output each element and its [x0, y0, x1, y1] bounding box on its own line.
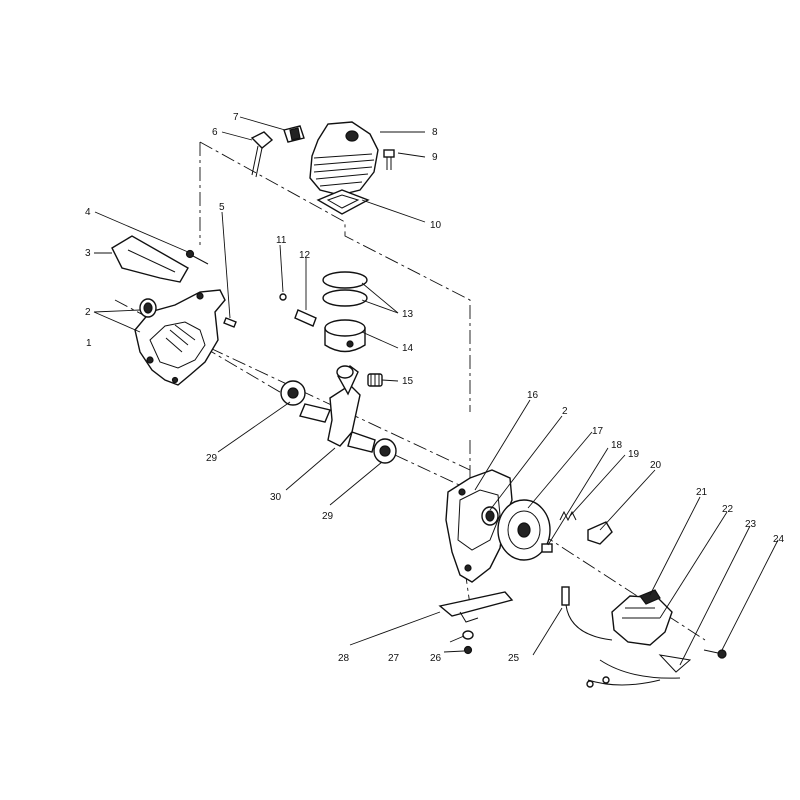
callout-20: 20 [650, 460, 662, 471]
main-bearing-right [373, 438, 397, 464]
piston-rings [322, 271, 368, 307]
callout-16: 16 [527, 390, 539, 401]
callout-26: 26 [430, 653, 442, 664]
callout-19: 19 [628, 449, 640, 460]
callout-7: 7 [233, 112, 239, 123]
wrist-pin [294, 309, 317, 327]
callout-labels: 1 2 2 3 4 5 6 7 8 9 10 11 12 13 14 15 16… [85, 112, 785, 664]
callout-29-right: 29 [322, 511, 334, 522]
cylinder-bolt [383, 149, 395, 170]
ground-terminal [658, 654, 692, 673]
callout-1: 1 [86, 338, 92, 349]
callout-3: 3 [85, 248, 91, 259]
callout-27: 27 [388, 653, 400, 664]
callout-29-left: 29 [206, 453, 218, 464]
crankshaft [299, 365, 376, 453]
callout-2-right: 2 [562, 406, 568, 417]
callout-17: 17 [592, 426, 604, 437]
oil-seal-right [481, 506, 499, 526]
spark-plug [283, 125, 305, 143]
callout-11: 11 [276, 235, 287, 246]
spring [559, 510, 577, 522]
heat-shield-plate [111, 235, 189, 283]
flywheel [497, 499, 551, 561]
callout-18: 18 [611, 440, 623, 451]
callout-9: 9 [432, 152, 438, 163]
needle-bearing [367, 373, 383, 387]
wire-harness [561, 586, 681, 688]
oil-seal-left [139, 298, 157, 318]
flywheel-nut [541, 543, 553, 553]
callout-30: 30 [270, 492, 282, 503]
callout-8: 8 [432, 127, 438, 138]
crankcase-half-left [134, 289, 226, 386]
callout-4: 4 [85, 207, 91, 218]
dowel-pin [223, 317, 237, 328]
screw-26 [463, 645, 473, 655]
callout-5: 5 [219, 202, 225, 213]
cylinder [309, 121, 379, 196]
callout-21: 21 [696, 487, 708, 498]
crankcase-half-right [445, 469, 513, 583]
main-bearing-left [280, 380, 306, 406]
callout-2-left: 2 [85, 307, 91, 318]
leader-lines [93, 116, 779, 666]
ignition-module [611, 589, 673, 646]
callout-25: 25 [508, 653, 520, 664]
starter-pawl [587, 521, 613, 545]
callout-24: 24 [773, 534, 785, 545]
callout-15: 15 [402, 376, 414, 387]
wrist-pin-clip [279, 293, 287, 301]
callout-13: 13 [402, 309, 414, 320]
piston [324, 319, 366, 353]
cylinder-gasket [316, 189, 370, 215]
callout-10: 10 [430, 220, 442, 231]
callout-12: 12 [299, 250, 311, 261]
washer [462, 630, 474, 640]
spark-plug-boot [250, 131, 274, 178]
callout-14: 14 [402, 343, 414, 354]
callout-28: 28 [338, 653, 350, 664]
callout-6: 6 [212, 127, 218, 138]
mounting-bracket [438, 591, 514, 623]
callout-22: 22 [722, 504, 734, 515]
screw-24 [703, 649, 727, 659]
screw-4 [185, 249, 209, 265]
callout-23: 23 [745, 519, 757, 530]
